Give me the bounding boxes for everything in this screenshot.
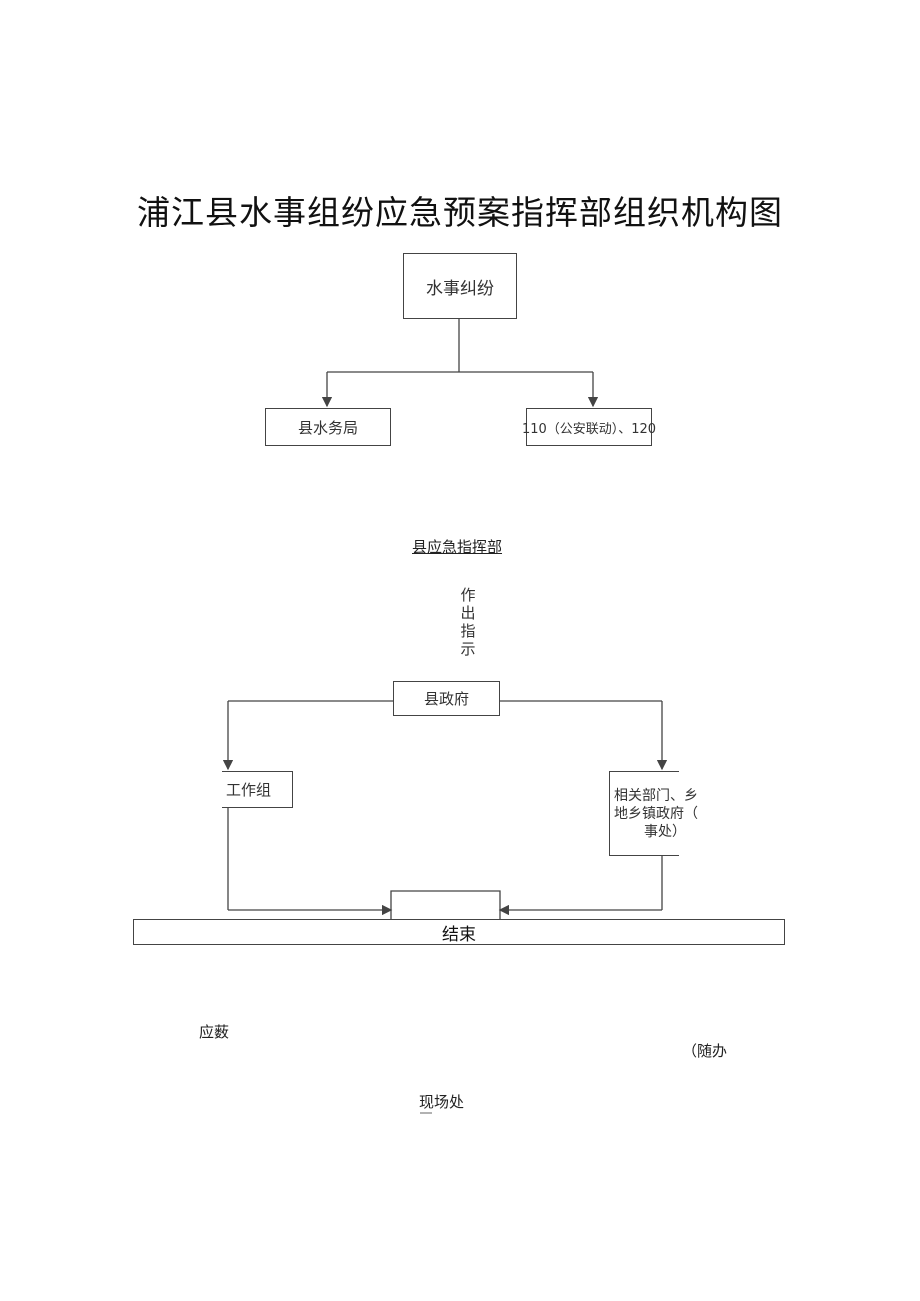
water-bureau-box: 县水务局 <box>265 408 391 446</box>
command-label: 县应急指挥部 <box>412 538 503 556</box>
county-gov-box: 县政府 <box>393 681 500 716</box>
dispute-box: 水事纠纷 <box>403 253 517 319</box>
instruction-char-1: 作 <box>460 586 476 604</box>
merge-box <box>390 890 501 919</box>
departments-line-1: 相关部门、乡 <box>614 787 698 804</box>
departments-line-3: 事处） <box>644 823 686 840</box>
departments-box: 相关部门、乡 地乡镇政府（ 事处） <box>609 771 698 856</box>
instruction-char-2: 出 <box>460 604 476 622</box>
accompany-fragment: （随办 <box>682 1042 728 1060</box>
instruction-char-3: 指 <box>460 622 476 640</box>
instruction-label: 作 出 指 示 <box>458 586 478 658</box>
work-group-box: 工作组 <box>222 771 293 808</box>
onsite-fragment: 现场处 <box>419 1093 465 1111</box>
end-bar: 结束 <box>133 919 785 945</box>
instruction-char-4: 示 <box>460 640 476 658</box>
departments-line-2: 地乡镇政府（ <box>614 805 698 822</box>
page-title: 浦江县水事组纷应急预案指挥部组织机构图 <box>137 193 783 232</box>
police-box: 110（公安联动）、120 <box>522 408 656 446</box>
rescue-fragment: 应薮 <box>199 1023 230 1041</box>
